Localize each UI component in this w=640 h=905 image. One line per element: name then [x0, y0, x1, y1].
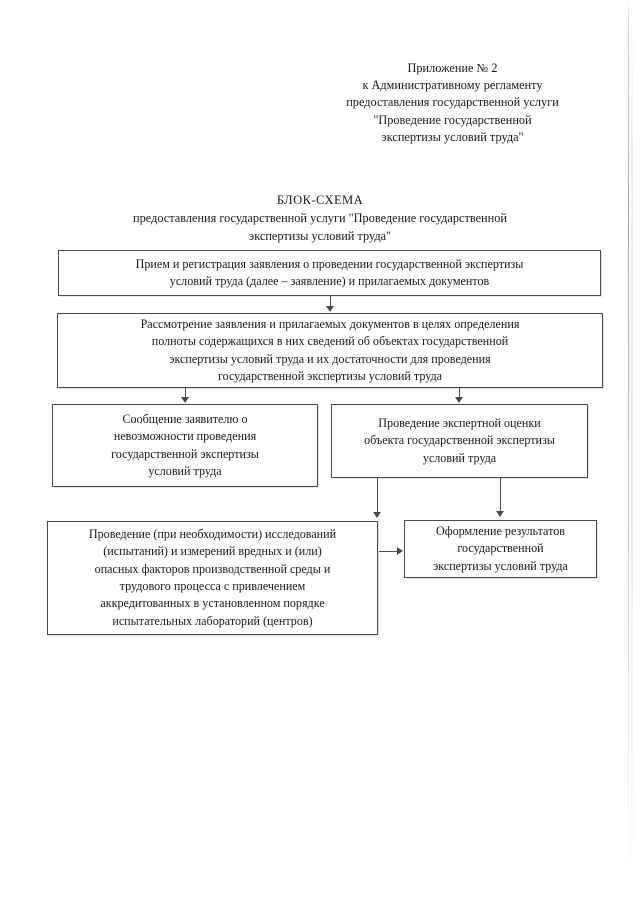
arrowhead-down-icon [455, 397, 463, 403]
appendix-header-line-4: "Проведение государственной [373, 112, 532, 127]
arrowhead-down-icon [326, 306, 334, 312]
page-title-main: БЛОК-СХЕМА [276, 193, 364, 207]
appendix-header: Приложение № 2 к Административному регла… [300, 60, 605, 146]
box4-line-1: Проведение экспертной оценки [378, 415, 541, 430]
box5-line-6: испытательных лабораторий (центров) [112, 613, 313, 628]
connector-box4-to-box5 [377, 478, 378, 514]
box2-line-4: государственной экспертизы условий труда [217, 368, 443, 383]
connector-box1-to-box2 [330, 296, 331, 308]
arrowhead-right-icon [397, 547, 403, 555]
arrowhead-down-icon [496, 511, 504, 517]
box3-line-3: государственной экспертизы [111, 446, 259, 461]
box3-line-2: невозможности проведения [113, 429, 257, 444]
box1-line-2: условий труда (далее – заявление) и прил… [169, 274, 490, 288]
box1-line-1: Прием и регистрация заявления о проведен… [135, 256, 524, 271]
appendix-header-line-1: Приложение № 2 [407, 61, 498, 75]
arrowhead-down-icon [373, 512, 381, 518]
box5-line-3: опасных факторов производственной среды … [94, 561, 331, 576]
page-title-sub-line-1: предоставления государственной услуги "П… [133, 211, 507, 225]
box5-line-4: трудового процесса с привлечением [119, 579, 306, 593]
flowchart-box-refusal-notice: Сообщение заявителю о невозможности пров… [52, 404, 319, 488]
flowchart-box-measurements-research: Проведение (при необходимости) исследова… [47, 521, 379, 636]
box4-line-2: объекта государственной экспертизы [364, 433, 555, 448]
appendix-header-line-3: предоставления государственной услуги [346, 95, 559, 110]
scan-edge-artifact-secondary [631, 0, 633, 905]
page-title: БЛОК-СХЕМА предоставления государственно… [60, 191, 580, 245]
box4-line-3: условий труда [422, 450, 497, 465]
connector-box2-to-box3 [185, 388, 186, 398]
box2-line-2: полноты содержащихся в них сведений об о… [151, 334, 509, 349]
connector-box5-to-box6 [379, 551, 399, 552]
flowchart-box-application-review: Рассмотрение заявления и прилагаемых док… [57, 313, 604, 389]
page-title-sub-line-2: экспертизы условий труда" [248, 228, 392, 243]
box2-line-1: Рассмотрение заявления и прилагаемых док… [140, 316, 520, 331]
box6-line-1: Оформление результатов [436, 523, 565, 538]
flowchart-box-results-documentation: Оформление результатов государственной э… [404, 520, 598, 579]
box5-line-5: аккредитованных в установленном порядке [100, 596, 325, 611]
connector-box2-to-box4 [459, 388, 460, 398]
box3-line-4: условий труда [148, 463, 222, 478]
appendix-header-line-5: экспертизы условий труда" [381, 129, 524, 144]
box6-line-3: экспертизы условий труда [433, 558, 568, 573]
scan-edge-artifact [628, 0, 629, 905]
flowchart-box-expert-assessment: Проведение экспертной оценки объекта гос… [331, 404, 589, 479]
box5-line-1: Проведение (при необходимости) исследова… [88, 526, 337, 541]
box5-line-2: (испытаний) и измерений вредных и (или) [103, 544, 322, 559]
flowchart-box-application-registration: Прием и регистрация заявления о проведен… [58, 250, 602, 297]
box3-line-1: Сообщение заявителю о [122, 411, 248, 426]
box6-line-2: государственной [457, 541, 544, 556]
connector-box4-to-box6 [500, 478, 501, 513]
arrowhead-down-icon [181, 397, 189, 403]
box2-line-3: экспертизы условий труда и их достаточно… [169, 351, 491, 366]
appendix-header-line-2: к Административному регламенту [362, 78, 543, 93]
